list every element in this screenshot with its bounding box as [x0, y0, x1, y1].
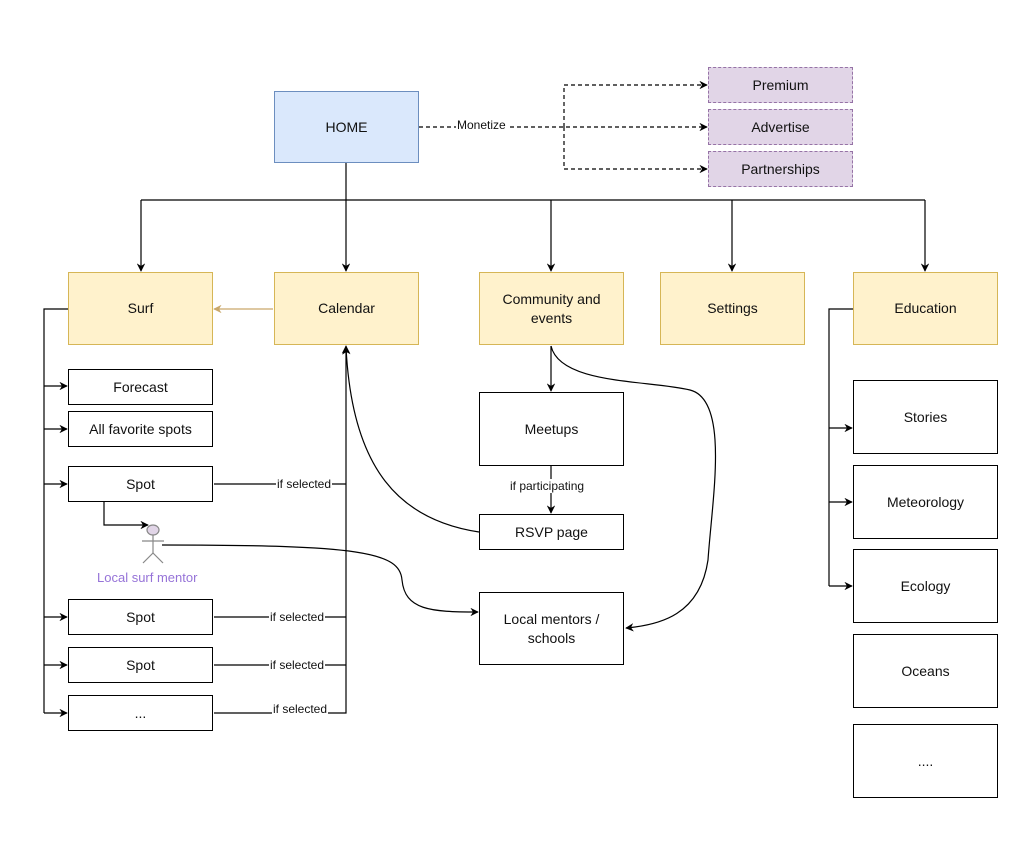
- partnerships-node: Partnerships: [708, 151, 853, 187]
- monetize-label: Monetize: [456, 118, 507, 132]
- if-selected-label-4: if selected: [272, 702, 329, 716]
- surf-mentor-actor-icon: [142, 524, 164, 564]
- home-node: HOME: [274, 91, 419, 163]
- local-surf-mentor-label: Local surf mentor: [97, 570, 198, 585]
- forecast-node: Forecast: [68, 369, 213, 405]
- calendar-node: Calendar: [274, 272, 419, 345]
- community-events-node: Community and events: [479, 272, 624, 345]
- if-selected-label-2: if selected: [269, 610, 326, 624]
- edge-education-spine: [828, 308, 853, 586]
- surf-node: Surf: [68, 272, 213, 345]
- local-mentors-node: Local mentors / schools: [479, 592, 624, 665]
- advertise-node: Advertise: [708, 109, 853, 145]
- more-spots-node: ...: [68, 695, 213, 731]
- edge-spots-to-calendar: [214, 345, 351, 714]
- premium-node: Premium: [708, 67, 853, 103]
- edge-mentor-schools: [161, 544, 479, 617]
- if-participating-label: if participating: [509, 479, 586, 493]
- settings-node: Settings: [660, 272, 805, 345]
- spot-node-2: Spot: [68, 599, 213, 635]
- meetups-node: Meetups: [479, 392, 624, 466]
- oceans-node: Oceans: [853, 634, 998, 708]
- favorite-spots-node: All favorite spots: [68, 411, 213, 447]
- more-education-node: ....: [853, 724, 998, 798]
- spot-node: Spot: [68, 466, 213, 502]
- edge-home-partnerships: [563, 127, 708, 174]
- edge-surf-spine: [43, 308, 68, 713]
- meteorology-node: Meteorology: [853, 465, 998, 539]
- spot-node-3: Spot: [68, 647, 213, 683]
- edge-home-premium: [563, 80, 708, 127]
- education-node: Education: [853, 272, 998, 345]
- rsvp-node: RSVP page: [479, 514, 624, 550]
- edge-rsvp-calendar: [342, 346, 480, 533]
- edge-spot-mentor: [103, 502, 149, 530]
- if-selected-label-1: if selected: [276, 477, 333, 491]
- ecology-node: Ecology: [853, 549, 998, 623]
- if-selected-label-3: if selected: [269, 658, 326, 672]
- stories-node: Stories: [853, 380, 998, 454]
- edge-community-schools: [550, 345, 717, 632]
